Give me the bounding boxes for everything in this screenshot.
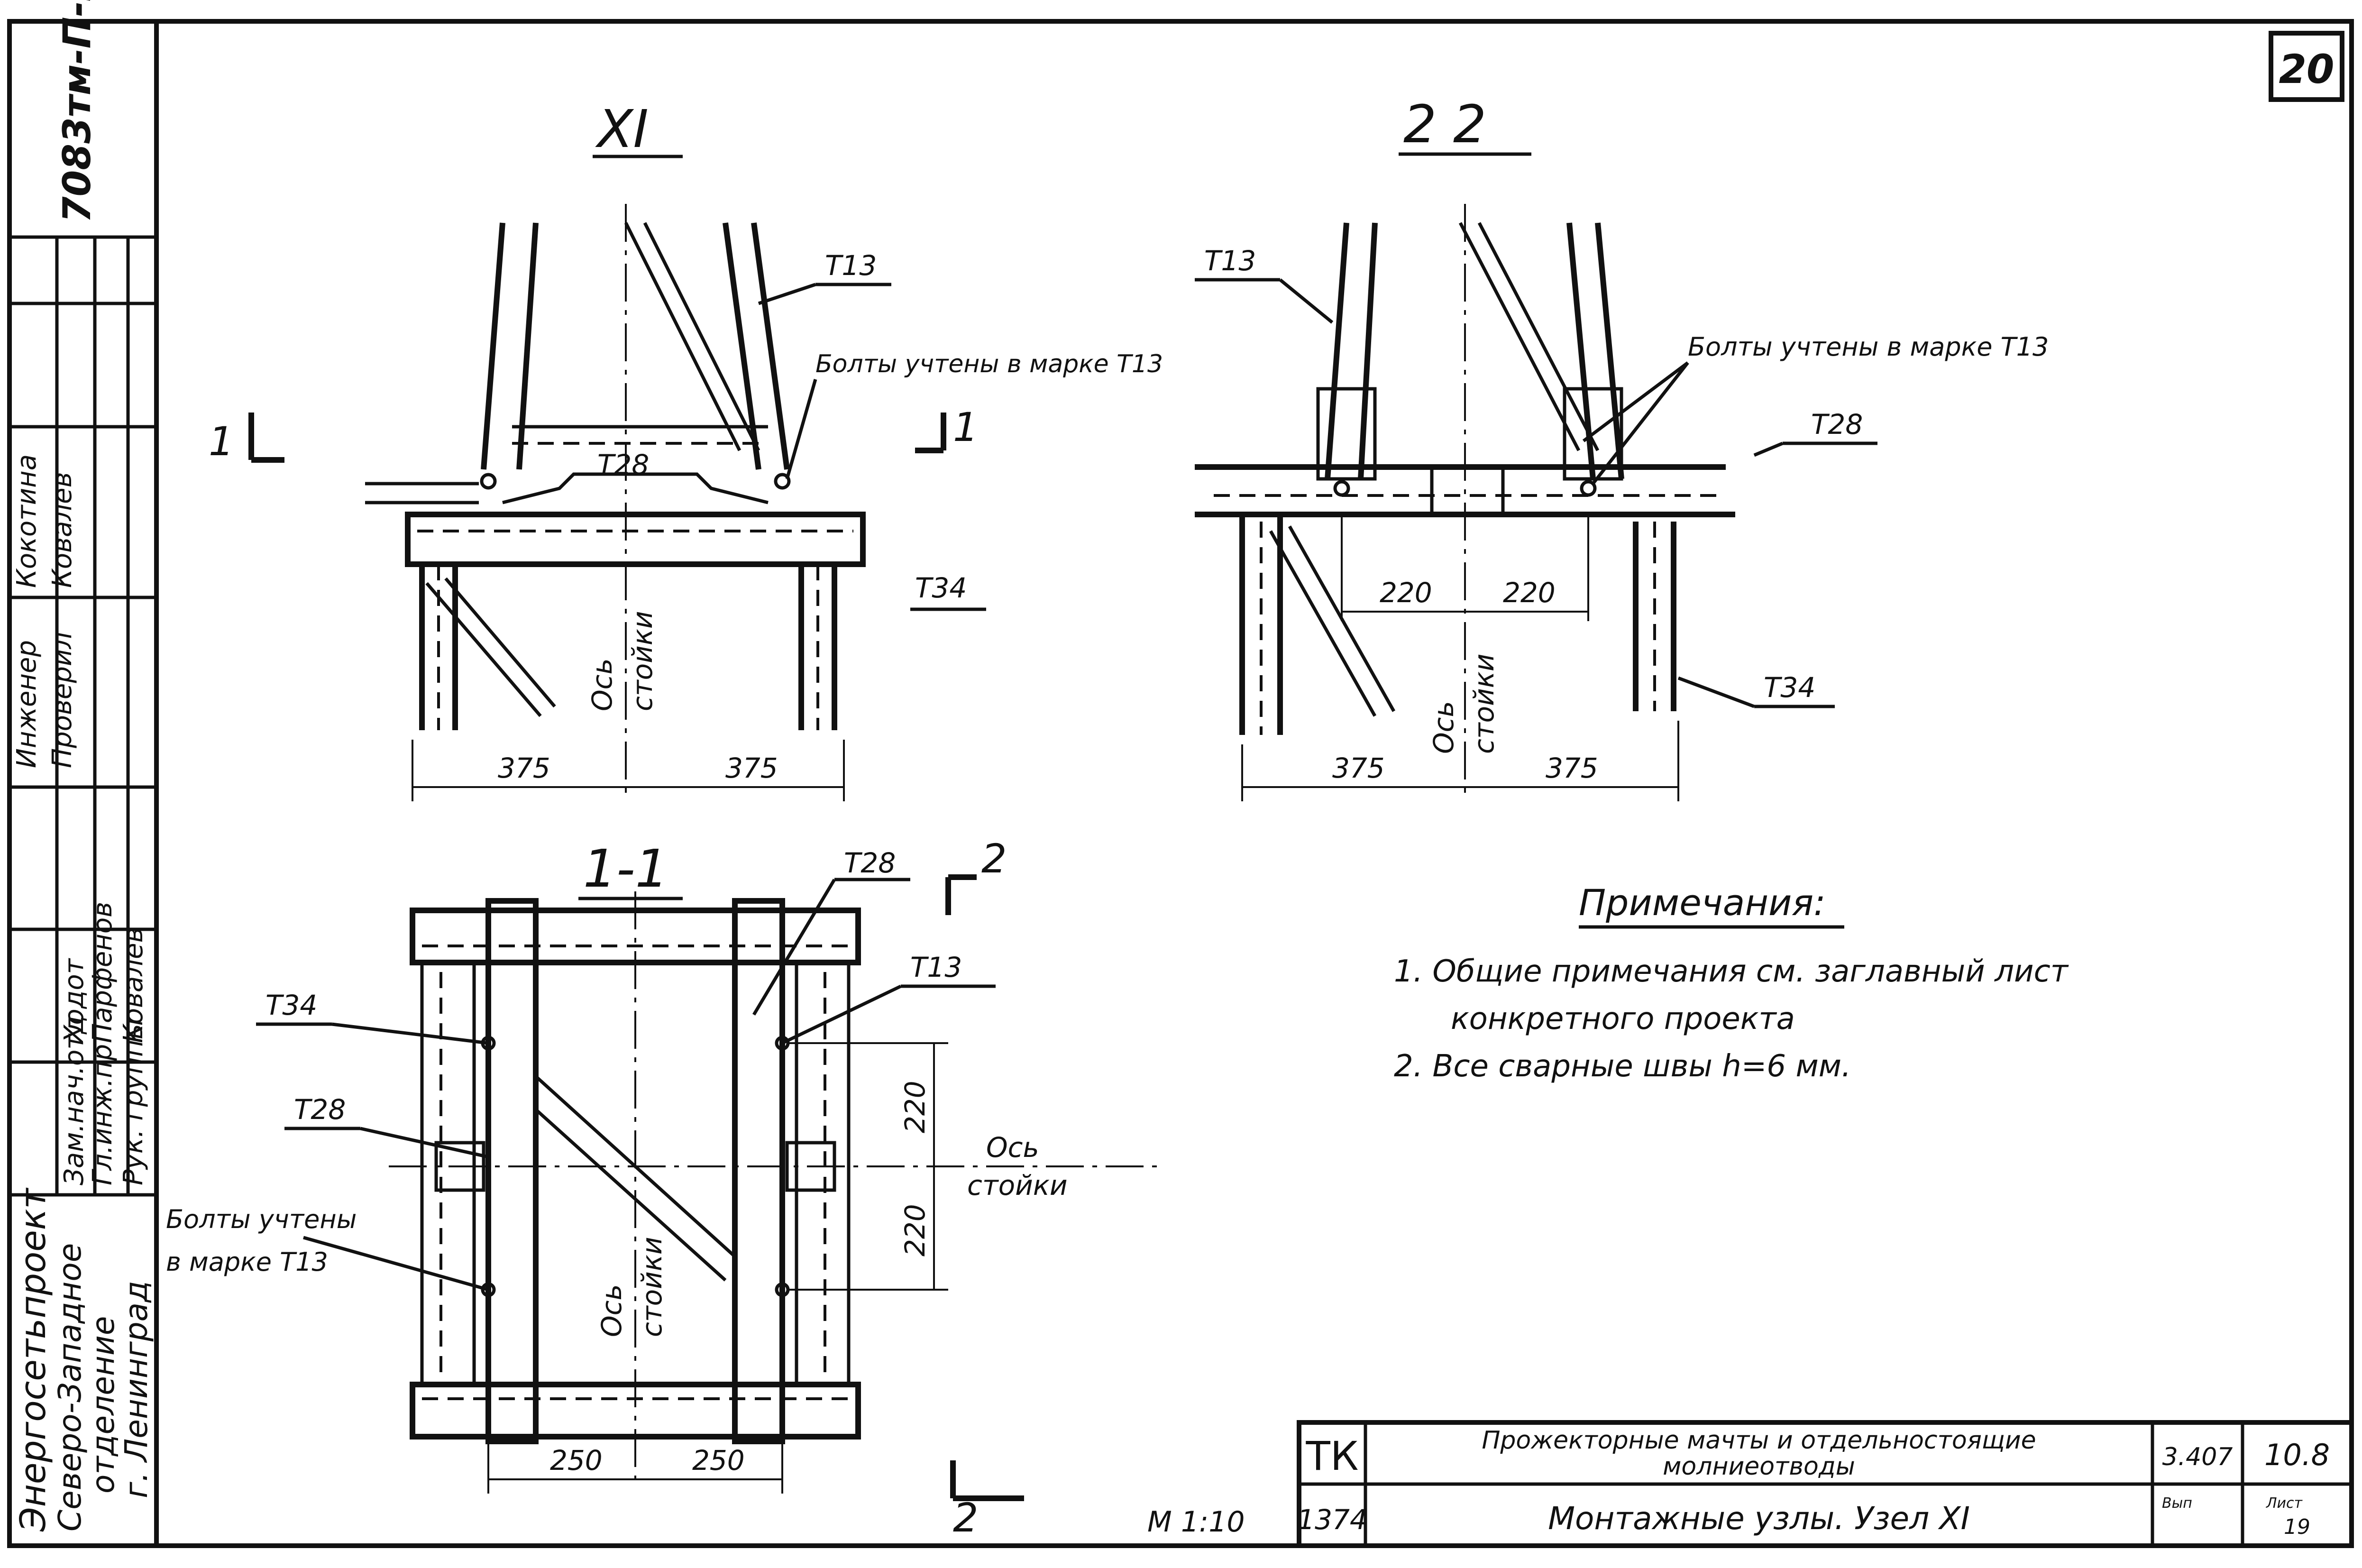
view-xi-axis-2: стойки (626, 611, 659, 711)
view-11-t28-left: Т28 (294, 1093, 346, 1126)
stamp-org-3: отделение (85, 1316, 121, 1494)
view-22-axis-1: Ось (1428, 701, 1460, 754)
view-22-dim-220-left: 220 (1380, 577, 1432, 609)
view-22-bolts: Болты учтены в марке Т13 (1688, 332, 2049, 362)
stamp-org-1: Энергосетьпроект (13, 1188, 54, 1532)
sheet-number-box: 20 (2269, 31, 2344, 102)
stamp-name-2: Ковалев (47, 472, 78, 588)
view-11-dim-220-bottom: 220 (899, 1204, 931, 1256)
view-xi-t13: Т13 (825, 249, 877, 282)
view-22-dim-220-right: 220 (1503, 577, 1556, 609)
view-xi-axis-1: Ось (586, 658, 618, 711)
stamp-role-chief: Гл.инж.пр (87, 1044, 118, 1185)
view-xi-dim-right: 375 (725, 752, 778, 784)
view-11-dim-220-top: 220 (899, 1081, 931, 1133)
notes-line-2: конкретного проекта (1451, 1001, 1795, 1036)
view-11-axis-r1: Ось (986, 1131, 1039, 1164)
view-11-dim-250-right: 250 (692, 1444, 745, 1476)
stamp-name-1: Кокотина (11, 454, 42, 588)
title-tk: ТК (1306, 1433, 1359, 1479)
view-xi-cut-left: 1 (209, 418, 234, 465)
stamp-org-2: Северо-Западное (52, 1243, 88, 1531)
title-number: 10.8 (2264, 1438, 2330, 1472)
stamp-org-4: г. Ленинград (118, 1281, 155, 1498)
notes: Примечания: 1. Общие примечания см. загл… (1394, 881, 2069, 1084)
view-11-title: 1-1 (583, 838, 668, 899)
title-sheet-value: 19 (2284, 1515, 2310, 1539)
view-22-t34: Т34 (1764, 671, 1815, 704)
stamp-name-5: Ковалев (118, 927, 149, 1043)
view-xi-t34: Т34 (915, 572, 967, 604)
stamp-code: 7083тм-П-20 (55, 0, 99, 223)
view-11-bolts-2: в марке Т13 (166, 1247, 328, 1277)
side-stamp: 7083тм-П-20 Инженер Проверил Кокотина Ко… (9, 0, 156, 1532)
view-22-axis-2: стойки (1468, 653, 1500, 754)
view-xi-title: XI (595, 99, 649, 159)
view-11-t13: Т13 (910, 951, 962, 983)
scale-label: М 1:10 (1147, 1505, 1245, 1539)
notes-line-3: 2. Все сварные швы h=6 мм. (1394, 1049, 1851, 1084)
view-22-t13: Т13 (1204, 245, 1256, 277)
view-22-title: 2 2 (1403, 94, 1486, 155)
view-1-1: 1-1 Ось стойки Ось стойки Т28 (166, 835, 1162, 1541)
title-sheet-label: Лист (2266, 1495, 2303, 1512)
view-2-2: 2 2 Ось стойки Т13 Болты учтены в (1195, 94, 2049, 801)
sheet-frame (7, 19, 2354, 1548)
title-subtitle: Монтажные узлы. Узел XI (1548, 1500, 1970, 1537)
view-11-axis-2: стойки (636, 1237, 668, 1337)
view-22-t28: Т28 (1811, 408, 1863, 440)
view-11-cut-top: 2 (981, 835, 1007, 882)
sheet-number: 20 (2279, 46, 2335, 92)
title-line-1: Прожекторные мачты и отдельностоящие (1482, 1426, 2036, 1455)
view-11-axis-1: Ось (595, 1284, 628, 1337)
notes-line-1: 1. Общие примечания см. заглавный лист (1394, 954, 2069, 989)
title-release-label: Вып (2162, 1495, 2192, 1512)
stamp-role-checked: Проверил (47, 632, 78, 768)
view-11-t34: Т34 (265, 989, 317, 1021)
stamp-name-3: Ходот (59, 958, 90, 1045)
view-11-bolts-1: Болты учтены (166, 1204, 357, 1234)
title-album: 3.407 (2162, 1443, 2233, 1471)
view-11-t28-top: Т28 (844, 847, 896, 879)
view-22-dim-375-left: 375 (1332, 752, 1385, 784)
title-block: ТК 1374 Прожекторные мачты и отдельносто… (1297, 1420, 2354, 1548)
view-xi-cut-right: 1 (953, 404, 978, 450)
stamp-name-4: Парфенов (87, 902, 118, 1043)
view-11-dim-250-left: 250 (550, 1444, 603, 1476)
view-xi-t28: Т28 (597, 449, 649, 481)
view-xi: XI Ось стойки (209, 99, 1163, 801)
view-xi-bolts: Болты учтены в марке Т13 (815, 350, 1163, 378)
title-line-2: молниеотводы (1663, 1452, 1855, 1481)
view-xi-dim-left: 375 (498, 752, 550, 784)
view-11-cut-bottom: 2 (953, 1495, 978, 1541)
title-tk-number: 1374 (1297, 1504, 1367, 1536)
view-22-dim-375-right: 375 (1546, 752, 1598, 784)
notes-heading: Примечания: (1579, 881, 1826, 924)
stamp-role-deputy: Зам.нач.отд (59, 1016, 90, 1185)
stamp-role-group: Рук. группы (118, 1018, 149, 1185)
view-11-axis-r2: стойки (967, 1169, 1068, 1201)
stamp-role-engineer: Инженер (11, 640, 42, 768)
